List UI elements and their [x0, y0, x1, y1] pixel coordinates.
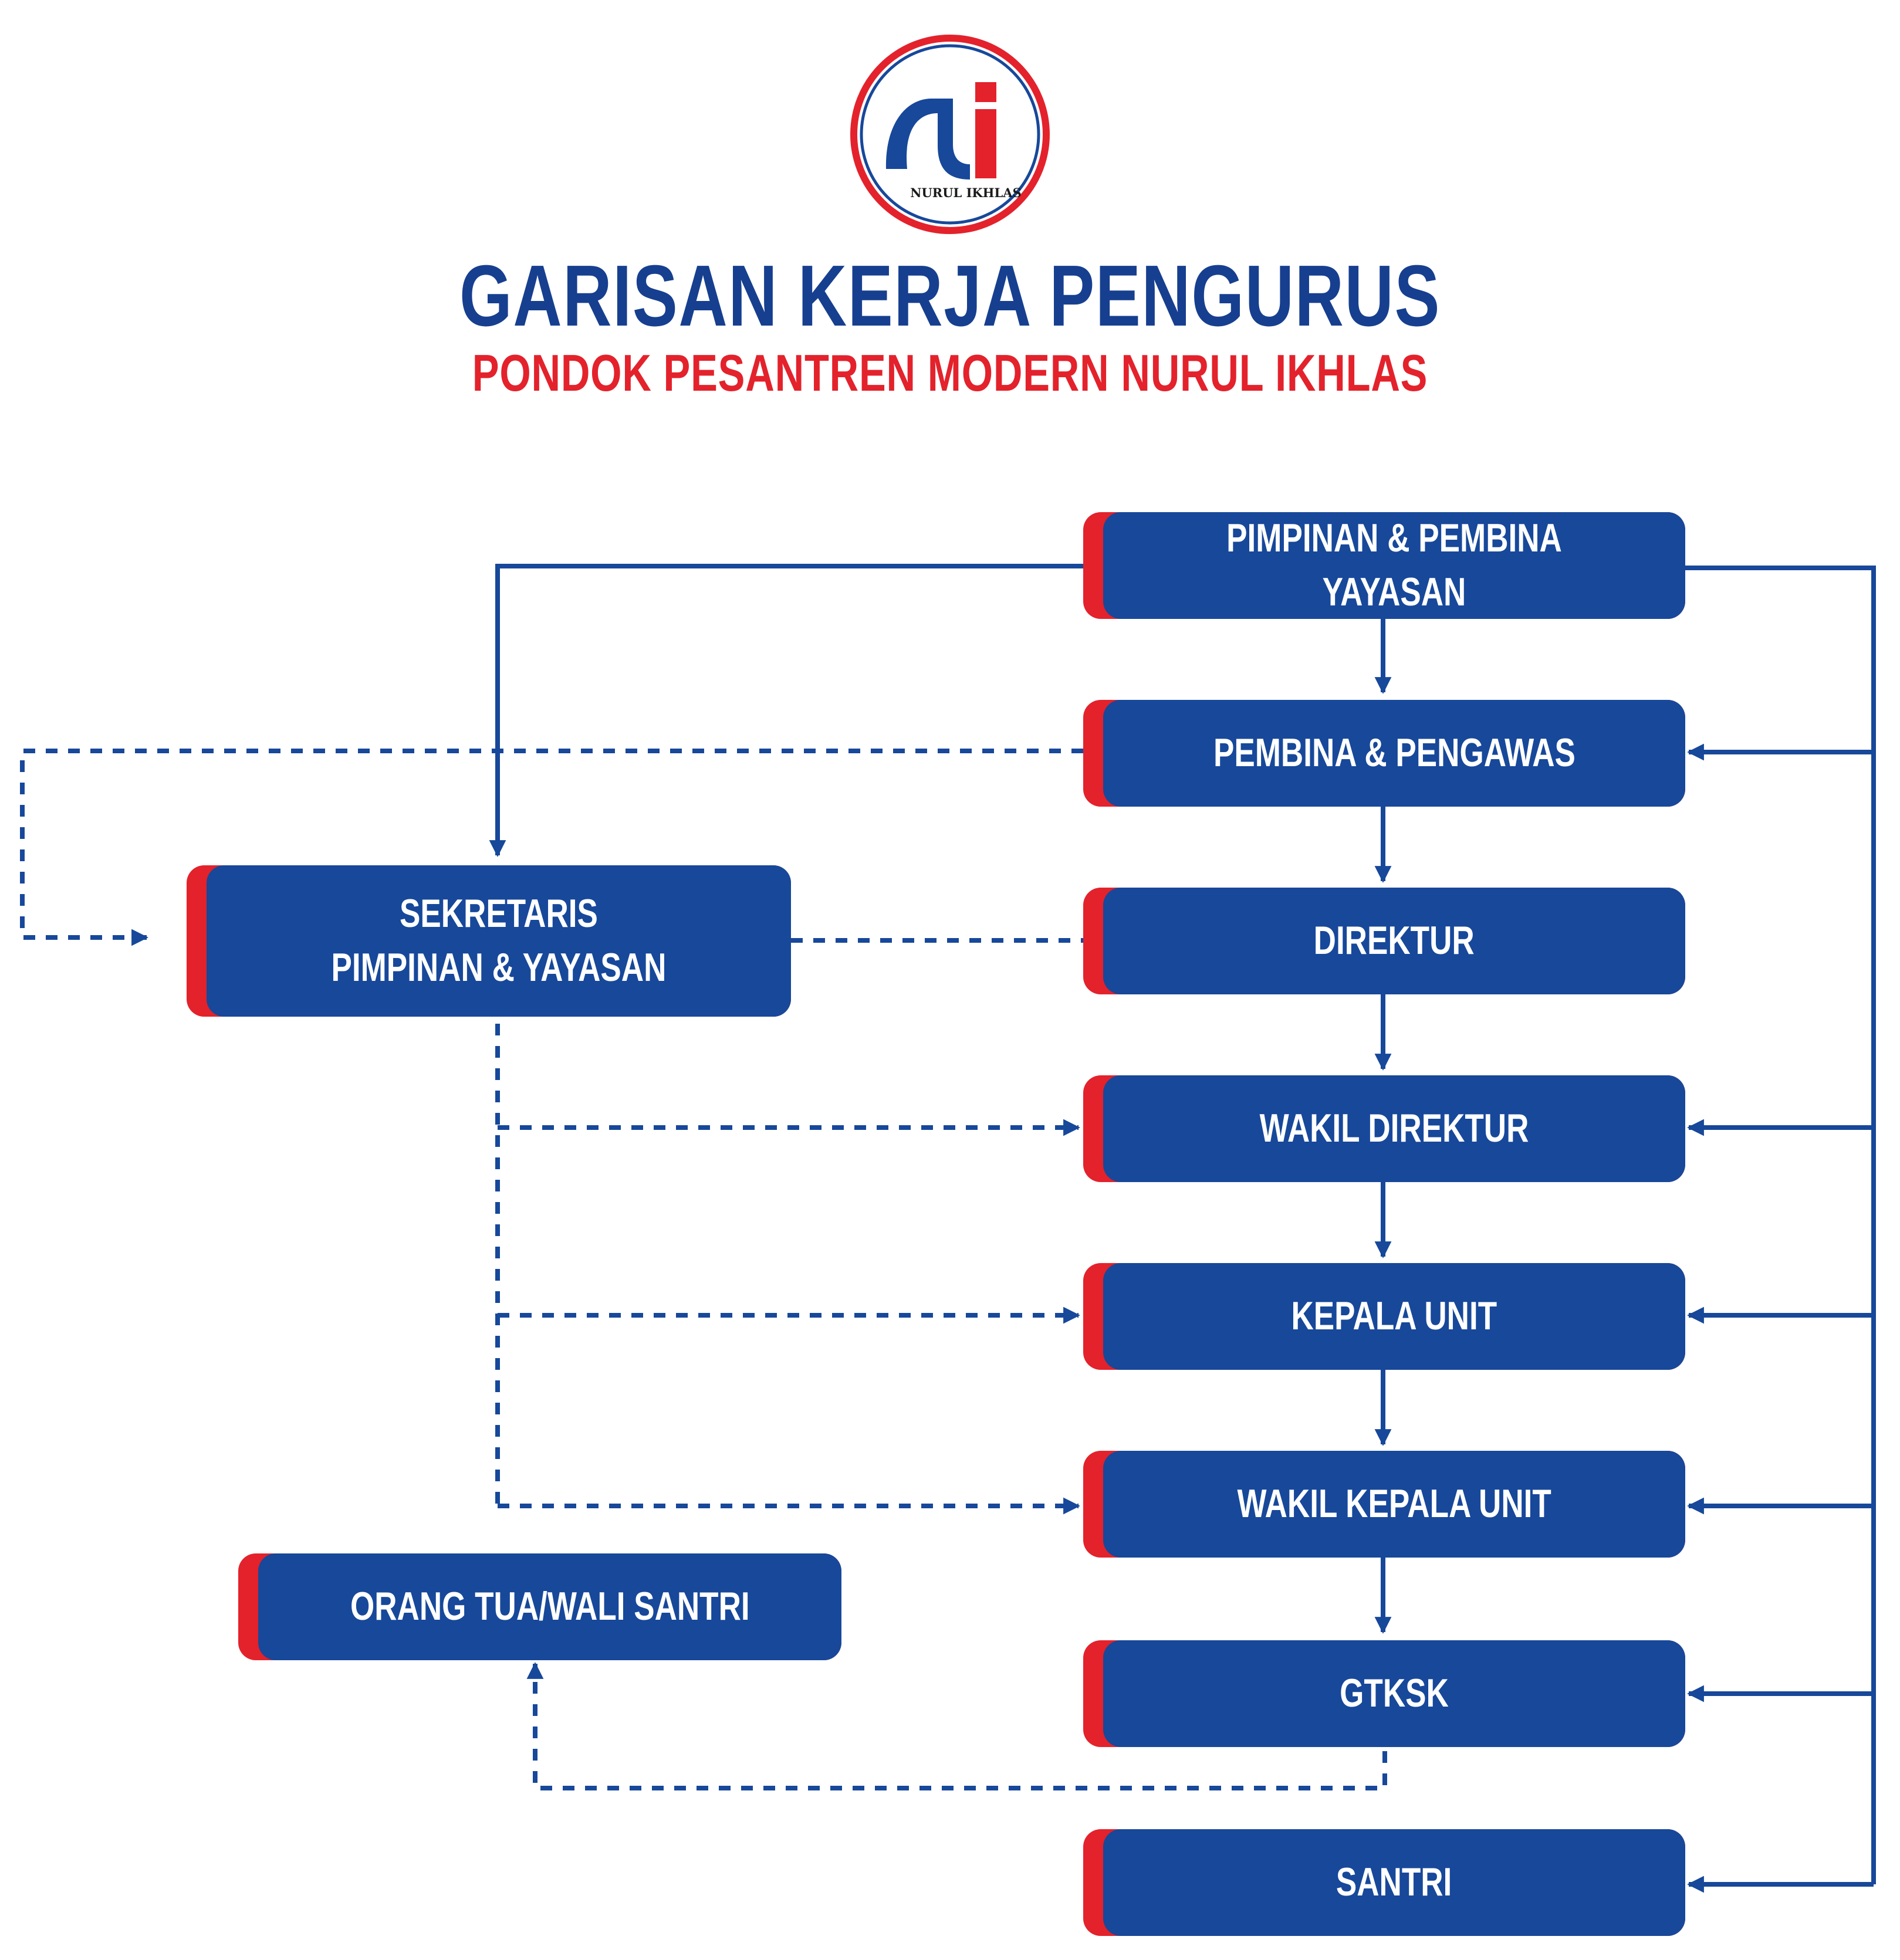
node-label: WAKIL DIREKTUR	[1259, 1106, 1529, 1151]
node-label: DIREKTUR	[1313, 918, 1475, 963]
logo-text: NURUL IKHLAS	[910, 185, 1022, 200]
node-pimpinan-pembina-yayasan: PIMPINAN & PEMBINA YAYASAN	[1083, 512, 1685, 619]
arrow-pimpinan-to-sekretaris	[489, 564, 1083, 857]
page-title: GARISAN KERJA PENGURUS	[459, 248, 1441, 344]
node-label: PEMBINA & PENGAWAS	[1213, 730, 1576, 776]
nurul-ikhlas-logo: NURUL IKHLAS	[850, 35, 1050, 234]
node-label: SEKRETARIS PIMPINAN & YAYASAN	[331, 891, 667, 990]
node-sekretaris-pimpinan-yayasan: SEKRETARIS PIMPINAN & YAYASAN	[187, 865, 791, 1017]
line-pimpinan-right-bus	[1685, 566, 1876, 1884]
node-wakil-kepala-unit: WAKIL KEPALA UNIT	[1083, 1451, 1685, 1558]
node-label: SANTRI	[1336, 1860, 1452, 1905]
node-label: ORANG TUA/WALI SANTRI	[350, 1584, 750, 1629]
node-direktur: DIREKTUR	[1083, 888, 1685, 994]
node-orang-tua-wali-santri: ORANG TUA/WALI SANTRI	[238, 1553, 841, 1660]
node-pembina-pengawas: PEMBINA & PENGAWAS	[1083, 700, 1685, 807]
node-label: KEPALA UNIT	[1291, 1294, 1497, 1339]
node-santri: SANTRI	[1083, 1829, 1685, 1936]
node-label: GTKSK	[1340, 1671, 1449, 1716]
node-gtksk: GTKSK	[1083, 1640, 1685, 1747]
node-wakil-direktur: WAKIL DIREKTUR	[1083, 1075, 1685, 1182]
node-label: WAKIL KEPALA UNIT	[1237, 1481, 1551, 1526]
node-label: PIMPINAN & PEMBINA YAYASAN	[1226, 516, 1562, 614]
node-kepala-unit: KEPALA UNIT	[1083, 1263, 1685, 1370]
page-subtitle: PONDOK PESANTREN MODERN NURUL IKHLAS	[472, 344, 1428, 402]
